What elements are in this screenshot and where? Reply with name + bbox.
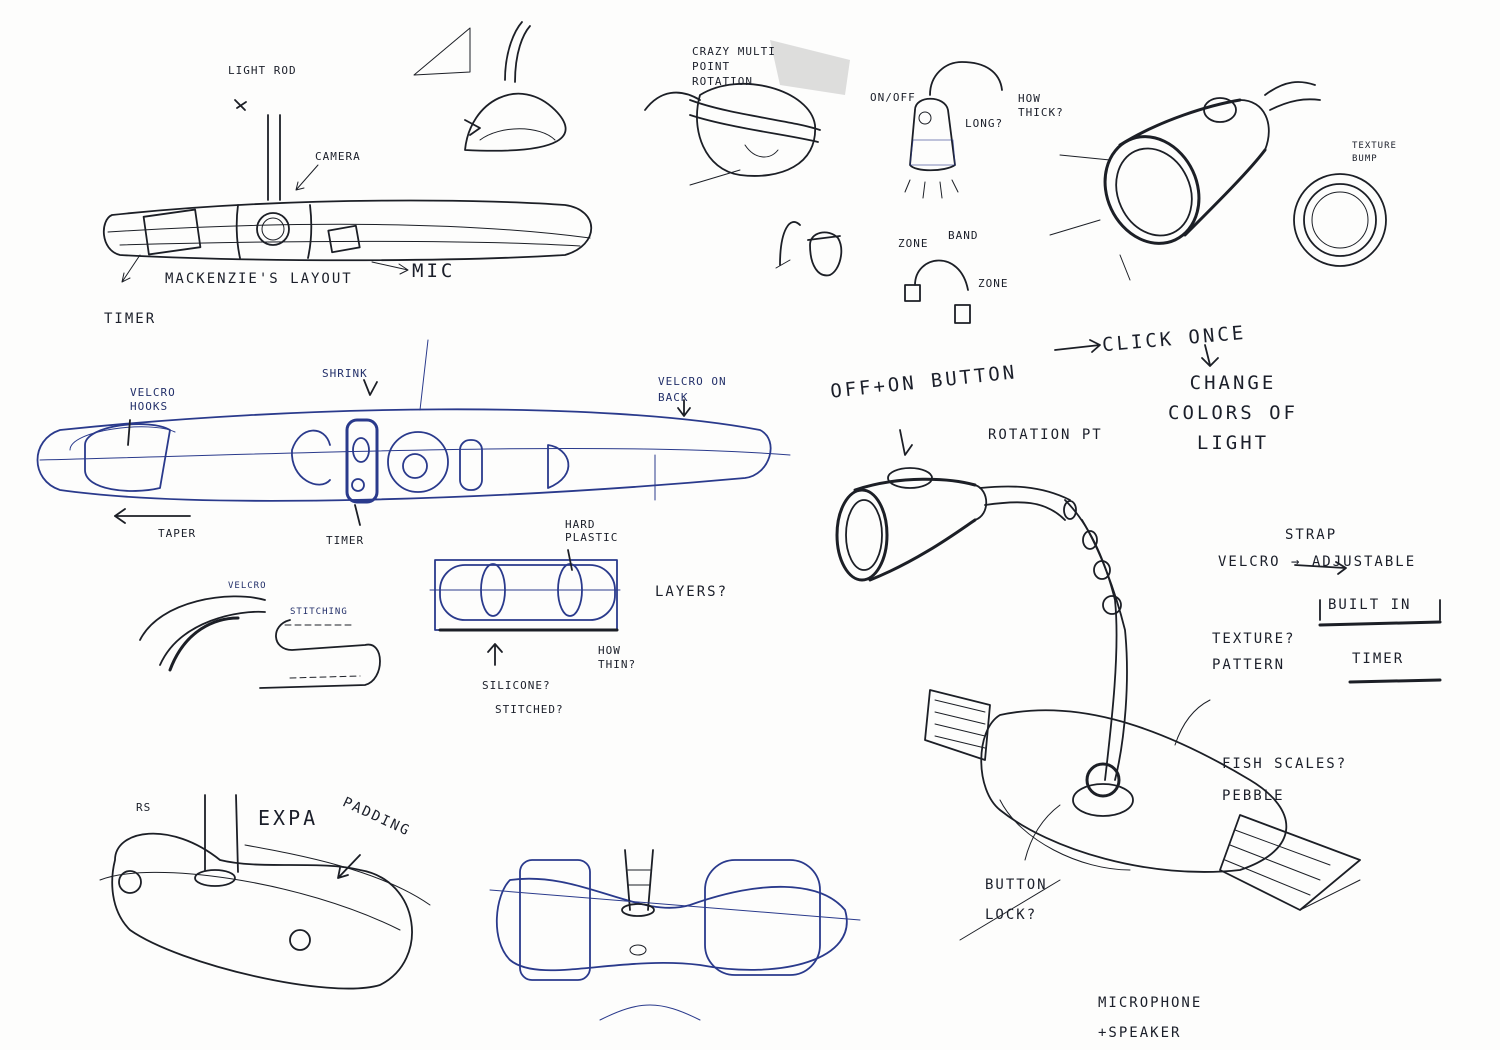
zone-band-sketch	[904, 259, 971, 324]
label-hard-plastic: HARD PLASTIC	[565, 518, 619, 544]
label-zone-2: ZONE	[978, 277, 1009, 290]
label-strap: STRAP	[1285, 527, 1338, 543]
label-rotation-pt: ROTATION PT	[988, 427, 1103, 443]
flashlight-head-sketch	[1049, 81, 1387, 281]
label-light-rod: LIGHT ROD	[228, 64, 297, 77]
label-how-thin: HOW THIN?	[598, 644, 637, 671]
label-change-colors-of-light: CHANGE COLORS OF LIGHT	[1168, 372, 1298, 454]
label-crazy-multi-point-rotation: CRAZY MULTI POINT ROTATION	[692, 45, 776, 88]
velcro-stitching-sketch	[139, 595, 381, 689]
mackenzie-layout-sketch	[103, 99, 592, 283]
label-velcro-hooks: VELCRO HOOKS	[130, 386, 176, 413]
label-velcro-adjustable: VELCRO → ADJUSTABLE	[1218, 554, 1417, 570]
label-stitching: STITCHING	[290, 607, 348, 617]
label-timer-right: TIMER	[1352, 651, 1405, 667]
label-timer-top: TIMER	[104, 311, 157, 327]
label-zone-1: ZONE	[898, 237, 929, 250]
label-band: BAND	[948, 229, 979, 242]
label-built-in: BUILT IN	[1328, 597, 1412, 613]
label-button-lock: BUTTON LOCK?	[985, 877, 1048, 923]
label-on-off: ON/OFF	[870, 91, 916, 104]
label-stitched: STITCHED?	[495, 703, 564, 716]
person-headlamp-sketch	[775, 221, 843, 277]
label-velcro-small: VELCRO	[228, 581, 267, 591]
label-how-thick: HOW THICK?	[1018, 92, 1064, 119]
label-expa: EXPA	[258, 806, 319, 830]
head-band-sketch	[644, 40, 850, 186]
label-camera: CAMERA	[315, 150, 361, 163]
label-mackenzies-layout: MACKENZIE'S LAYOUT	[165, 271, 353, 287]
label-silicone: SILICONE?	[482, 679, 551, 692]
label-timer-mid: TIMER	[326, 534, 365, 547]
flashlight-strap-sketch	[835, 429, 1361, 941]
lamp-head-sketch	[413, 21, 567, 152]
label-texture-bump: TEXTURE BUMP	[1352, 141, 1397, 164]
label-shrink: SHRINK	[322, 367, 368, 380]
layers-sketch	[429, 549, 621, 666]
label-microphone-speaker: MICROPHONE +SPEAKER	[1098, 995, 1203, 1041]
label-taper: TAPER	[158, 527, 197, 540]
label-fish-scales-pebble: FISH SCALES? PEBBLE	[1222, 756, 1348, 804]
label-texture-pattern: TEXTURE? PATTERN	[1212, 631, 1296, 673]
blue-band-sketch	[36, 339, 791, 526]
right-annotations	[1054, 339, 1442, 746]
padded-band-sketch	[99, 794, 431, 990]
label-velcro-on-back: VELCRO ON BACK	[658, 375, 727, 404]
label-mic: MIC	[412, 260, 456, 282]
label-long: LONG?	[965, 117, 1004, 130]
label-rs: RS	[136, 801, 152, 814]
silicone-band-sketch	[489, 849, 861, 1021]
label-layers: LAYERS?	[655, 584, 729, 600]
cylinder-light-sketch	[904, 61, 1003, 199]
